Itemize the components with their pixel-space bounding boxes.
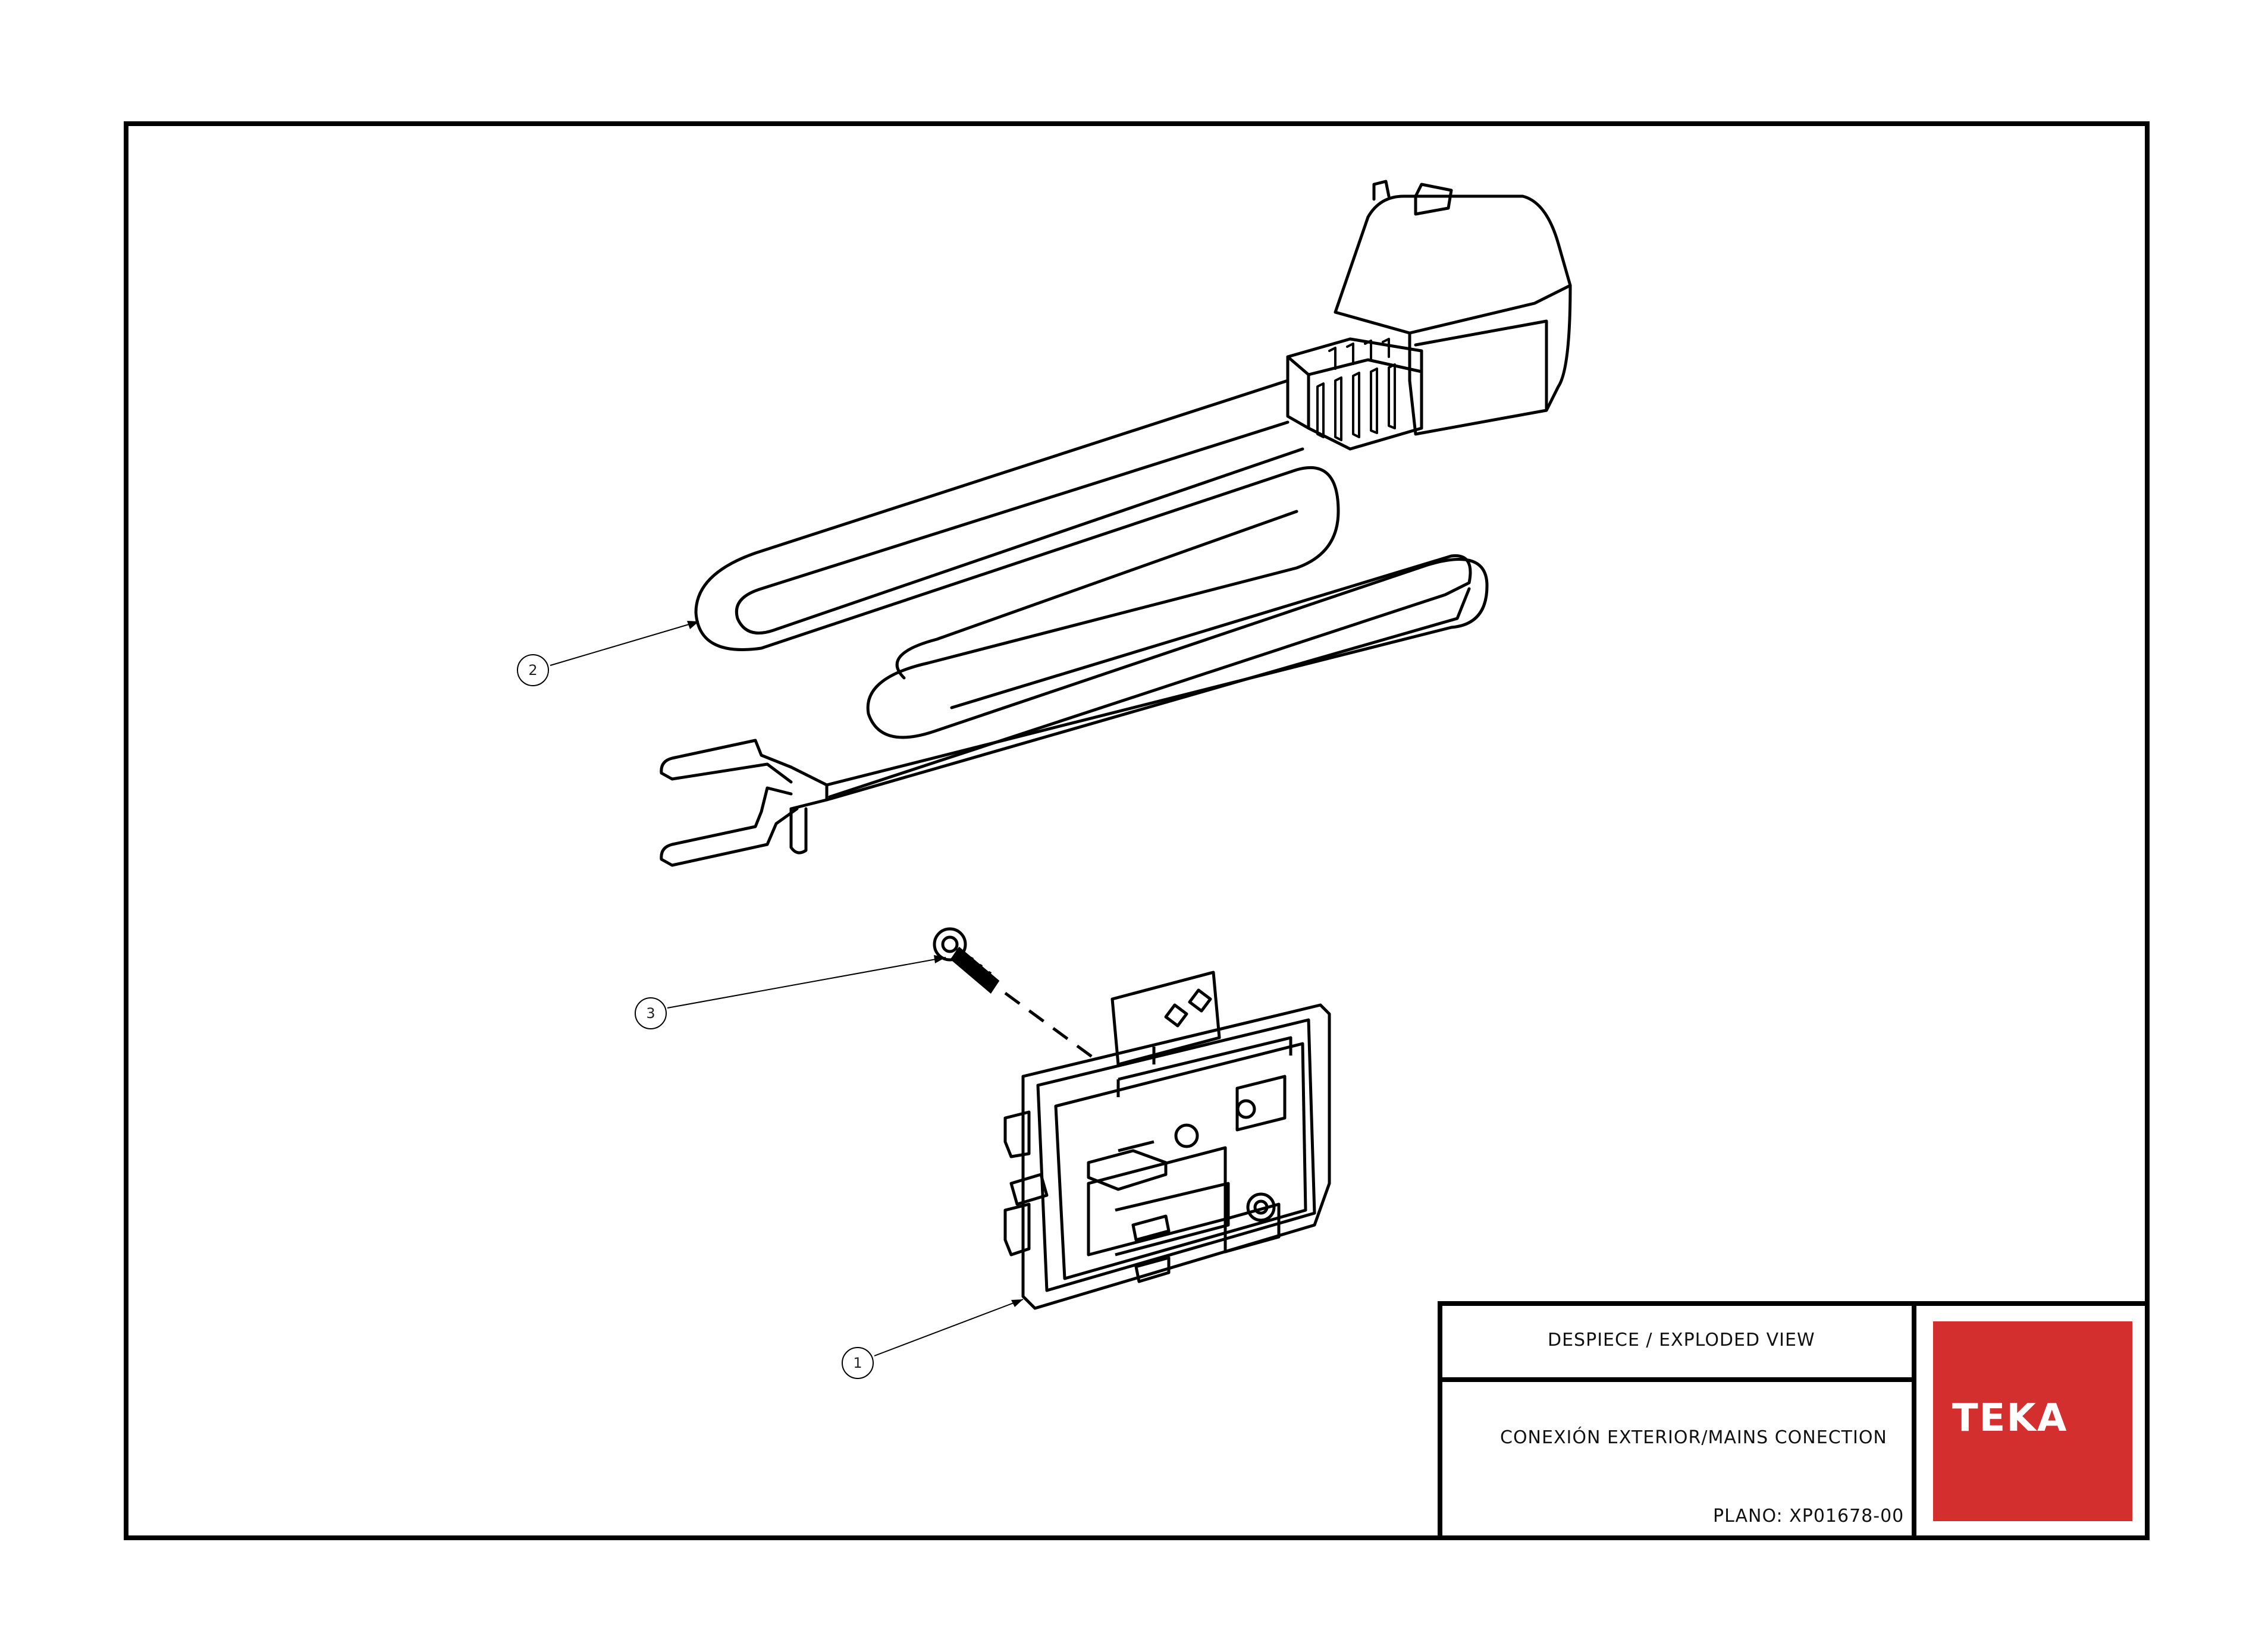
mains-cable-with-plug <box>660 180 1572 867</box>
callout-number-3: 3 <box>646 1005 655 1022</box>
logo-box <box>1933 1321 2132 1521</box>
callout-bubbles <box>517 654 874 1379</box>
screw <box>933 927 1096 1060</box>
view-title: DESPIECE / EXPLODED VIEW <box>1548 1330 1815 1351</box>
callout-bubble-3 <box>635 997 667 1029</box>
callout-bubble-2 <box>517 654 549 686</box>
callout-bubble-1 <box>842 1347 874 1379</box>
terminal-block <box>1003 971 1331 1310</box>
callout-number-2: 2 <box>528 662 538 679</box>
drawing-frame <box>124 121 2150 1540</box>
callout-number-1: 1 <box>853 1355 862 1371</box>
title-block <box>1438 1301 2150 1540</box>
callout-leaders <box>550 621 1024 1356</box>
teka-logo: TEKA <box>1952 1396 2068 1440</box>
part-description: CONEXIÓN EXTERIOR/MAINS CONECTION <box>1500 1427 1887 1448</box>
callout-arrowheads <box>687 621 1023 1307</box>
drawing-number: PLANO: XP01678-00 <box>1713 1506 1905 1527</box>
